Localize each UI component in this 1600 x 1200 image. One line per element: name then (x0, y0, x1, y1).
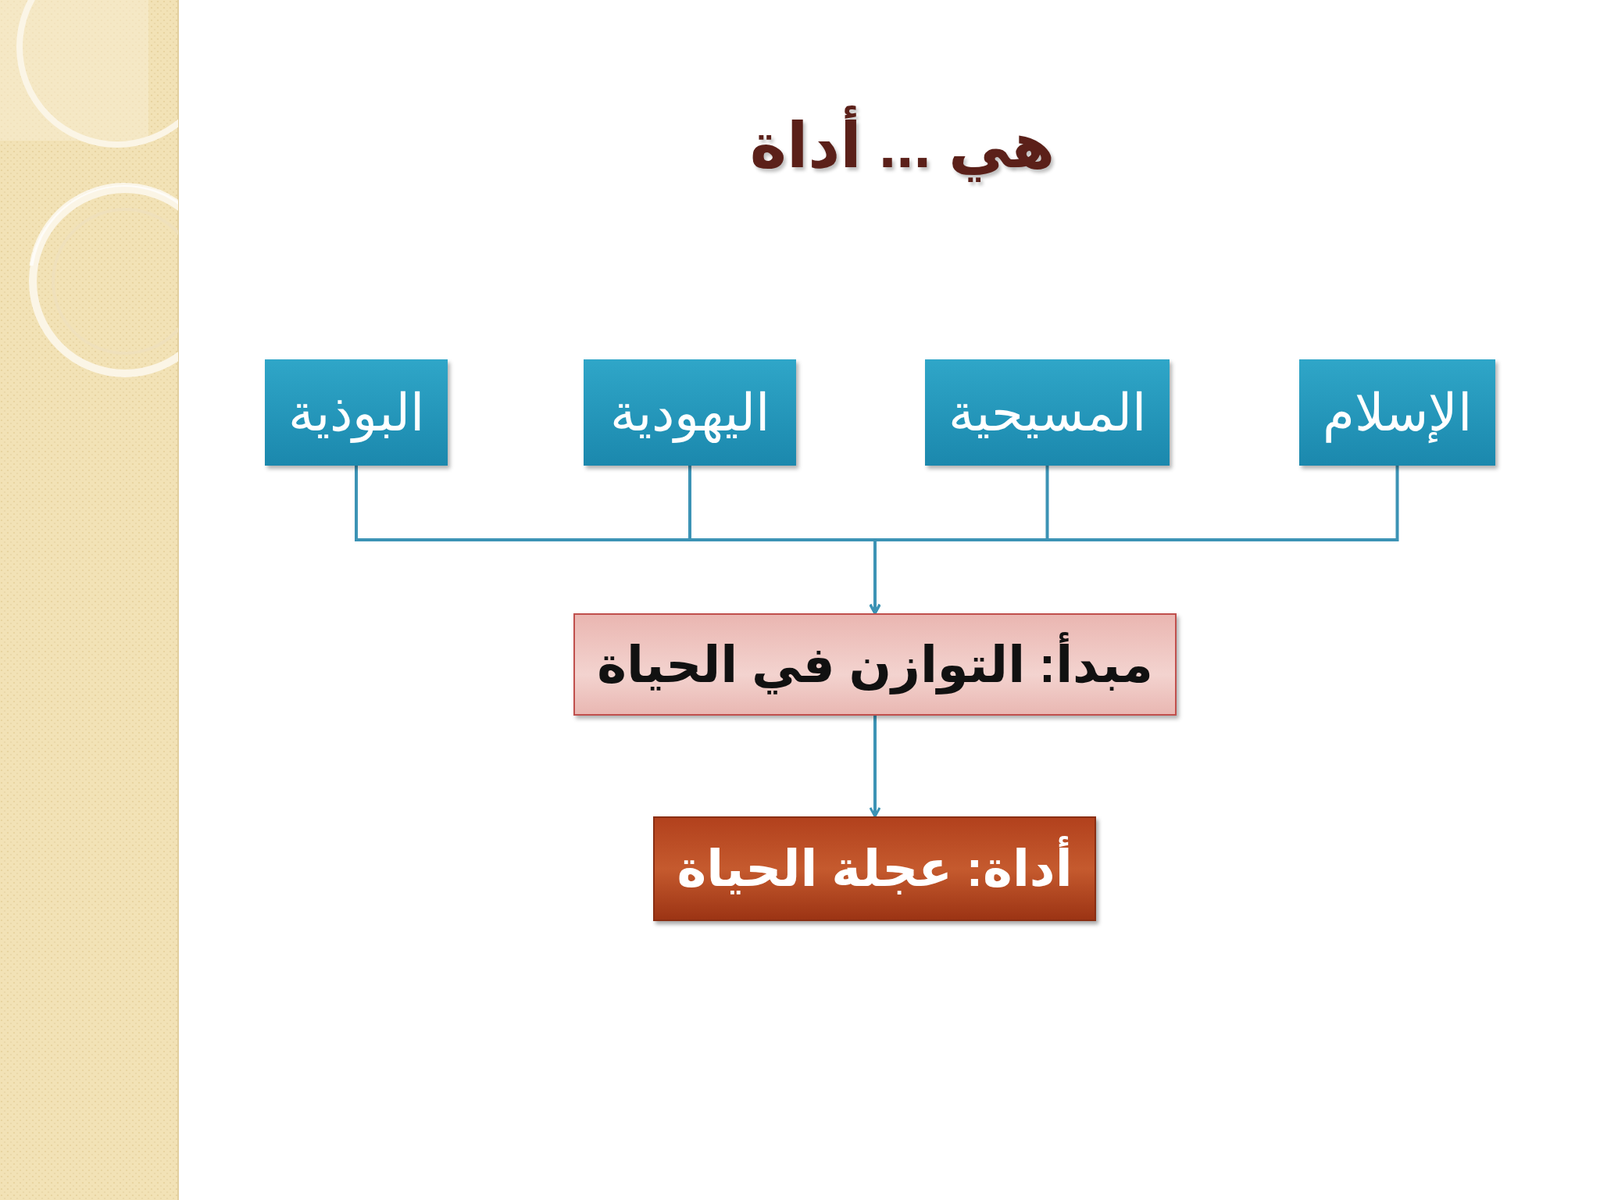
box-label: اليهودية (610, 382, 770, 443)
tool-box: أداة: عجلة الحياة (653, 816, 1097, 922)
religion-box: الإسلام (1299, 359, 1496, 466)
connector-arrow (873, 715, 877, 817)
slide-title: هي ... أداة (0, 109, 1600, 183)
connector-arrow (875, 465, 1398, 614)
box-label: البوذية (288, 382, 425, 443)
box-label: الإسلام (1322, 382, 1472, 443)
religion-box: اليهودية (583, 359, 797, 466)
religion-box: المسيحية (925, 359, 1170, 466)
decorative-band (0, 0, 182, 1200)
religion-box: البوذية (264, 359, 448, 466)
principle-box: مبدأ: التوازن في الحياة (573, 613, 1177, 716)
connector-arrow (356, 465, 875, 614)
box-label: أداة: عجلة الحياة (676, 839, 1072, 898)
box-label: مبدأ: التوازن في الحياة (596, 635, 1154, 694)
connector-arrow (875, 465, 1048, 614)
box-label: المسيحية (948, 382, 1147, 443)
